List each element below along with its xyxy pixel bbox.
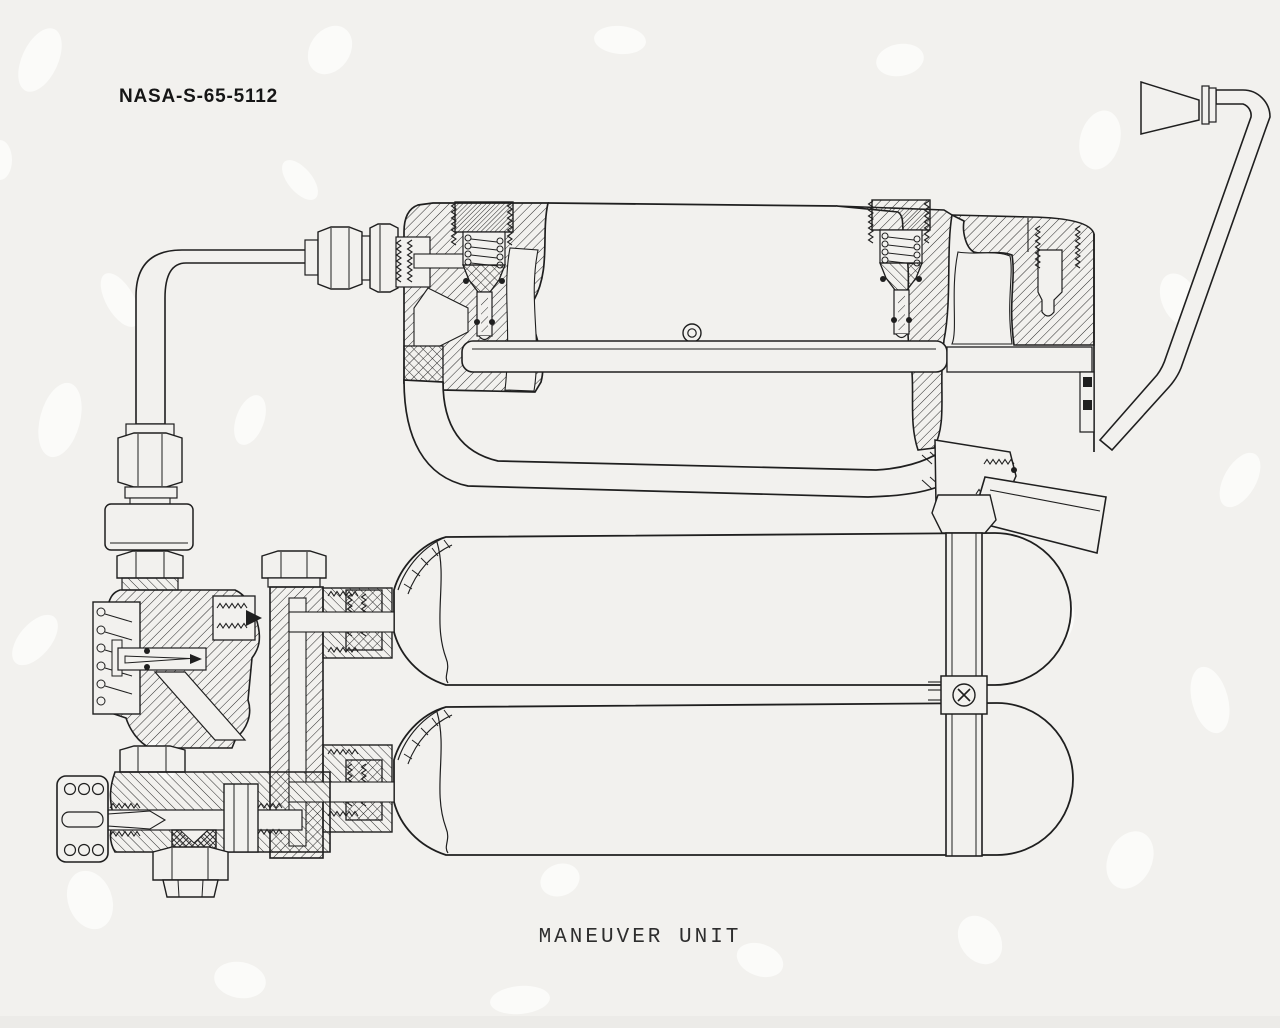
lower-manifold-block <box>105 771 331 898</box>
manifold-bottom-lip <box>461 340 948 373</box>
thruster-manifold <box>395 200 1095 452</box>
flow-arrow <box>246 610 262 626</box>
phillips-slot <box>957 688 971 702</box>
drawing-caption: MANEUVER UNIT <box>538 926 742 949</box>
inlet-block <box>104 503 194 551</box>
propellant-tank-upper <box>393 532 1072 686</box>
nozzle-flange <box>1201 85 1210 125</box>
nozzle <box>1140 80 1217 135</box>
coupling-nut <box>117 432 183 488</box>
tank-strap <box>928 494 997 857</box>
coupling-nut <box>317 226 363 290</box>
feed-pipe <box>104 223 399 551</box>
propellant-tank-lower <box>393 702 1074 856</box>
flow-arrow <box>190 654 202 664</box>
port-plug-nut <box>223 783 259 853</box>
hand-grip-tube <box>1098 89 1271 452</box>
mounting-flange-plate <box>56 775 109 863</box>
drawing-id-label: NASA-S-65-5112 <box>119 86 279 107</box>
vent-port <box>682 323 702 343</box>
pressure-regulator <box>92 550 262 773</box>
